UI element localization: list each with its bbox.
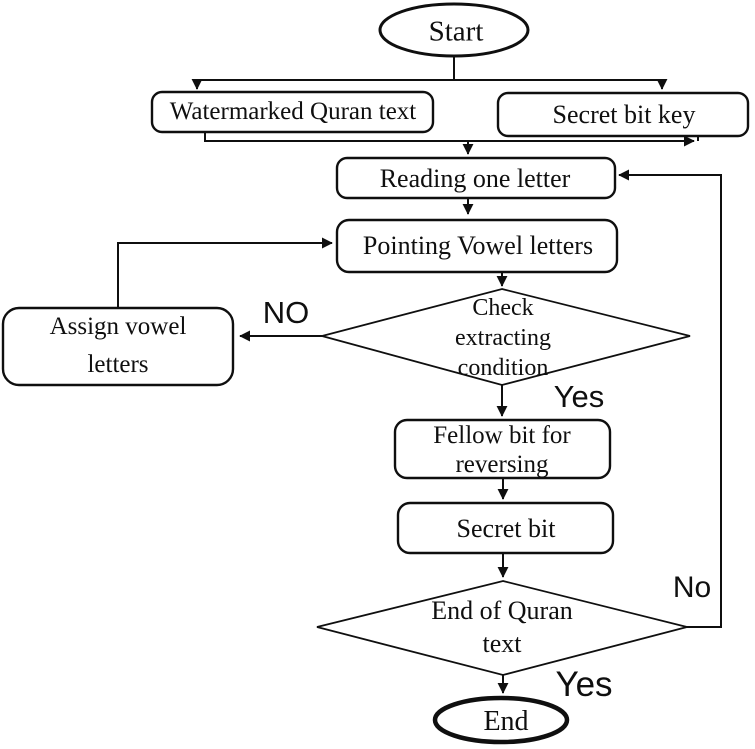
end-check-label: End of Quran text	[431, 594, 573, 660]
fellow-label-line1: Fellow bit for	[433, 422, 571, 449]
end-label: End	[483, 706, 529, 737]
end-check-label-line1: End of Quran	[431, 596, 573, 625]
assign-node	[1, 306, 235, 387]
pointing-label: Pointing Vowel letters	[362, 231, 594, 260]
end-yes-branch-label: Yes	[555, 665, 613, 704]
reading-label: Reading one letter	[379, 164, 571, 193]
start-label: Start	[428, 15, 484, 48]
assign-label-line2: letters	[87, 351, 149, 378]
edge-assign-to-pointing	[117, 237, 333, 308]
check-label-line2: extracting	[455, 325, 551, 351]
secret-bit-node	[396, 501, 615, 555]
assign-label-line1: Assign vowel	[49, 313, 187, 340]
secret-key-node	[496, 91, 750, 138]
check-yes-branch-label: Yes	[553, 379, 605, 414]
check-no-branch-label: NO	[262, 295, 310, 330]
reading-node	[335, 156, 617, 200]
watermarked-node	[150, 90, 435, 134]
edge-endcheck-no-loop	[618, 169, 722, 628]
start-node	[378, 2, 530, 58]
end-no-branch-label: No	[672, 571, 712, 604]
fellow-node	[393, 418, 612, 480]
end-node	[432, 695, 570, 745]
watermarked-label: Watermarked Quran text	[169, 98, 417, 125]
check-label-line1: Check	[472, 295, 534, 321]
pointing-node	[335, 218, 619, 274]
secret-key-label: Secret bit key	[552, 100, 696, 129]
end-check-decision-node	[316, 580, 688, 676]
check-label: Check extracting condition	[455, 293, 551, 383]
assign-label: Assign vowel letters	[50, 308, 187, 384]
check-decision-node	[318, 288, 691, 386]
secret-bit-label: Secret bit	[456, 514, 556, 543]
fellow-label-line2: reversing	[455, 451, 549, 478]
end-check-label-line2: text	[482, 629, 522, 658]
fellow-label: Fellow bit for reversing	[433, 421, 571, 479]
edge-collect-bus	[204, 132, 695, 147]
check-label-line3: condition	[457, 355, 549, 381]
